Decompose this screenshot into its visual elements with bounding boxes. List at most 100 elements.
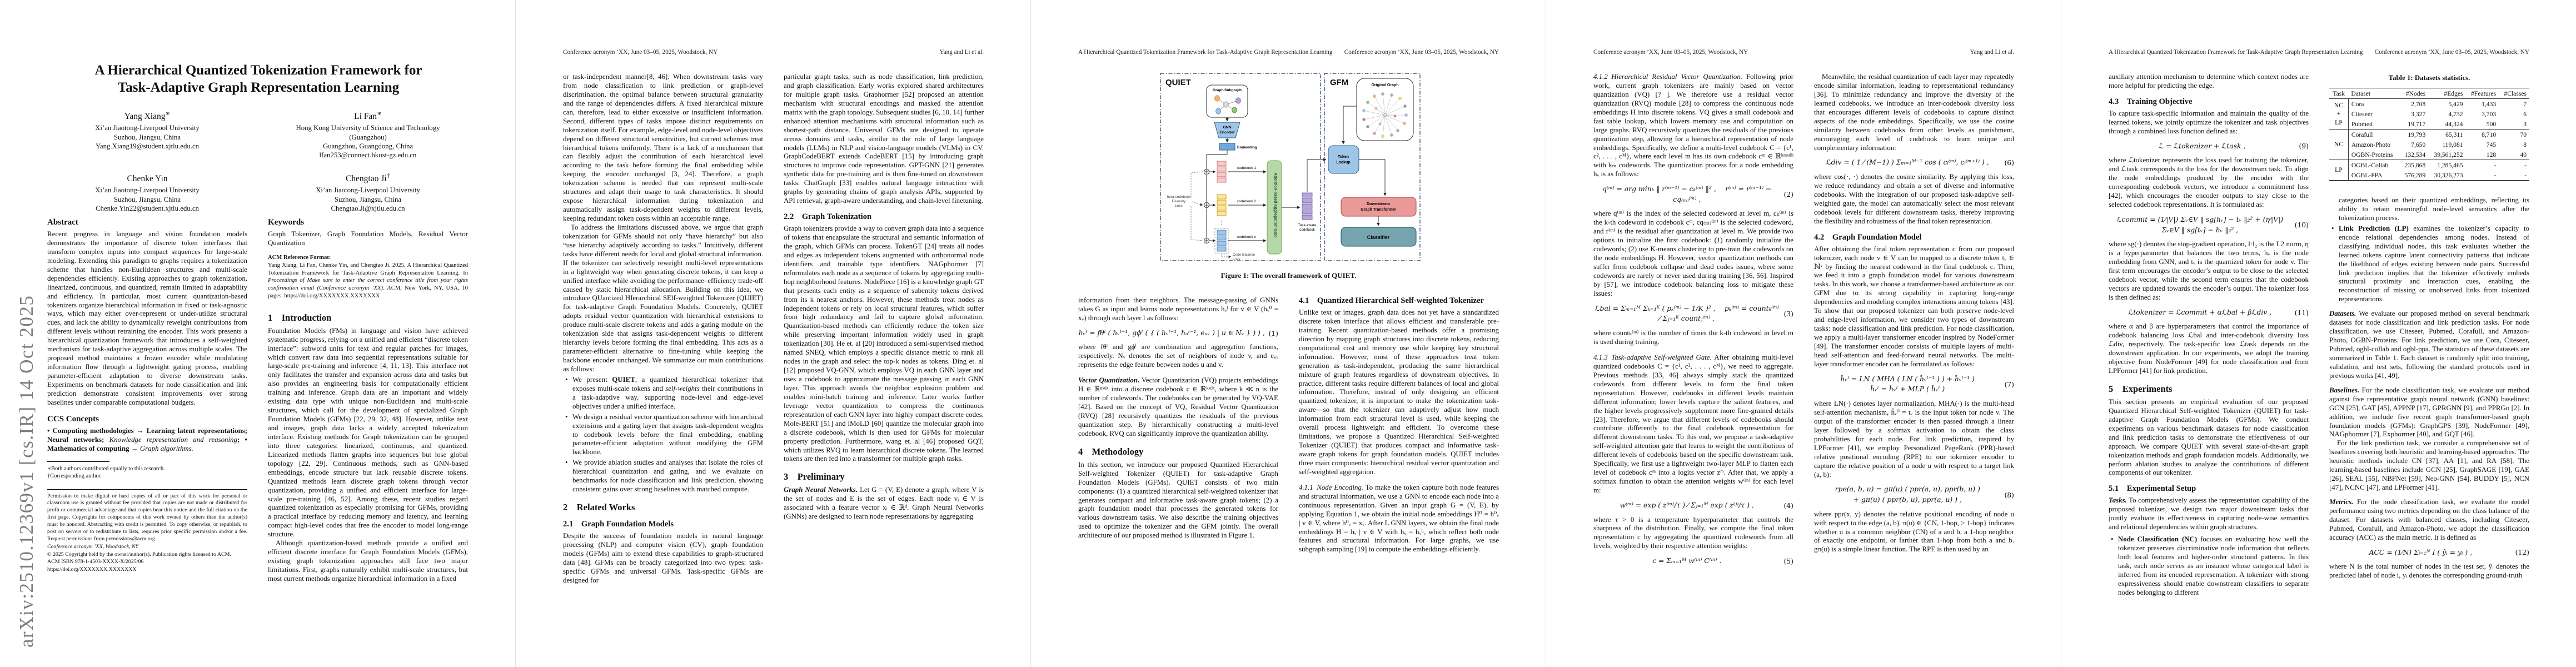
paragraph-text: Let G = (V, E) denote a graph, where V i… — [784, 486, 984, 521]
original-graph-illustration — [1362, 92, 1408, 138]
embedding-box — [1219, 143, 1235, 151]
lookup-to-transformer-connector — [1359, 159, 1387, 196]
paragraph: Graph tokenizers provide a way to conver… — [784, 225, 984, 463]
permission-text: Permission to make digital or hard copie… — [47, 492, 247, 542]
equation-3: ℒbal = Σₘ₌₁ᴹ Σₖ₌₁ᴷ ( pₖ⁽ᵐ⁾ − 1/K )² , pₖ… — [1595, 303, 1793, 323]
author-city: Guangzhou, Guangdong, China — [322, 142, 413, 150]
nc-task-bullet: Node Classification (NC) focuses on eval… — [2109, 535, 2309, 598]
bullet-text: their contributions in a task-adaptive w… — [572, 384, 763, 410]
paragraph-text: For the node classification task, we eva… — [2329, 386, 2529, 439]
paragraph: Datasets. We evaluate our proposed metho… — [2329, 310, 2529, 381]
paragraph: where countₖ⁽ᵐ⁾ is the number of times t… — [1593, 329, 1793, 346]
paragraph-lead: Baselines. — [2329, 386, 2360, 394]
acm-reference-text: Yang Xiang, Li Fan, Chenke Yin, and Chen… — [268, 262, 468, 300]
col-edges: #Edges — [2444, 89, 2463, 97]
page3-right-column: 4.1 Quantized Hierarchical Self-weighted… — [1299, 296, 1499, 660]
paragraph-lead: 4.1.2 Hierarchical Residual Vector Quant… — [1593, 73, 1742, 81]
paragraph-lead: Graph Neural Networks. — [784, 486, 858, 494]
conference-line: Conference acronym ’XX, Woodstock, NY — [47, 543, 139, 550]
permission-rule — [47, 489, 247, 490]
embedding-label: Embedding — [1237, 146, 1257, 150]
svg-text:Task-aware: Task-aware — [1298, 223, 1317, 227]
paper-title: A Hierarchical Quantized Tokenization Fr… — [94, 63, 422, 95]
equation-7: ĥᵥˡ = LN ( MHA ( LN ( ĥᵥˡ⁻¹ ) ) + ĥᵥˡ⁻¹ … — [1840, 374, 2014, 394]
downstream-transformer-box — [1341, 197, 1417, 217]
downstream-label-2: Graph Transformer — [1361, 208, 1396, 212]
paragraph: or task-independent manner[8, 46]. When … — [563, 73, 763, 222]
page-1: arXiv:2510.12369v1 [cs.IR] 14 Oct 2025 A… — [0, 0, 515, 667]
ccs-bold: • Computing methodologies → Learning lat… — [47, 426, 247, 444]
acm-ref-italic: Proceedings of Make sure to enter the co… — [268, 277, 468, 292]
paragraph: In this section, we introduce our propos… — [1078, 460, 1278, 540]
paragraph: where ℒtokenizer represents the loss use… — [2109, 156, 2309, 208]
author-email: Yang.Xiang19@student.xjtlu.edu.cn — [95, 142, 200, 150]
bullet-bold: Node Classification (NC) — [2118, 535, 2198, 544]
gnn-encoder-label-1: GNN — [1223, 126, 1231, 130]
equation-4: w⁽ᵐ⁾ = exp ( z⁽ᵐ⁾/τ ) ⁄ Σⱼ₌₁ᴹ exp ( z⁽ʲ⁾… — [1620, 500, 1793, 510]
col-nodes: #Nodes — [2405, 89, 2426, 97]
downstream-label-1: Downstream — [1367, 202, 1390, 206]
page2-left-column: or task-independent manner[8, 46]. When … — [563, 73, 763, 660]
page5-right-column: Table 1: Datasets statistics. Task Datas… — [2329, 73, 2529, 660]
aggregation-gate-label: Attention-based Aggregation Gate — [1273, 173, 1278, 238]
paragraph-lead: Tasks. — [2109, 496, 2127, 505]
paragraph-text: Following prior work, current graph toke… — [1593, 73, 1793, 178]
section-4-1-heading: 4.1 Quantized Hierarchical Self-weighted… — [1299, 296, 1484, 305]
page3-left-column: information from their neighbors. The me… — [1078, 296, 1278, 660]
intra-codebook-diversity-loss-label: Intra-codebook Diversity Loss — [1167, 195, 1191, 208]
token-lookup-label-1: Token — [1338, 155, 1349, 159]
codebook-n-label: codebook n — [1237, 235, 1256, 239]
equation-6: ℒdiv = ( 1 ⁄ (M−1) ) Σₘ₌₁ᴹ⁻¹ cos ( cᵢ⁽ᵐ⁾… — [1826, 158, 2014, 167]
col-dataset: Dataset — [2351, 89, 2371, 97]
paragraph-lead: Vector Quantization. — [1078, 376, 1140, 385]
paragraph: 4.1.3 Task-adaptive Self-weighted Gate. … — [1593, 354, 1793, 495]
task-aware-codebook-label: Task-aware codebook — [1298, 223, 1317, 232]
page-2: Conference acronym ’XX, June 03–05, 2025… — [515, 0, 1030, 667]
lp-task-bullet: Link Prediction (LP) examines the tokeni… — [2329, 225, 2529, 304]
table-1-caption: Table 1: Datasets statistics. — [2388, 74, 2470, 82]
classifier-label: Classifier — [1367, 235, 1390, 240]
paragraph-text: Vector Quantization (VQ) projects embedd… — [1078, 376, 1278, 437]
author-affiliation: Xi’an Jiaotong-Liverpool University — [95, 186, 200, 195]
intro-paragraph-2: Although quantization-based methods prov… — [268, 539, 468, 583]
gnn-encoder-label-2: Encoder — [1219, 131, 1235, 135]
ccs-bold: ; • Mathematics of computing → — [47, 435, 247, 452]
equation-9: ℒ = ℒtokenizer + ℒtask ,(9) — [2159, 141, 2309, 151]
svg-text:codebook: codebook — [1299, 228, 1316, 232]
paragraph: Unlike text or images, graph data does n… — [1299, 308, 1499, 476]
author-block-1: Yang Xiang∗ Xi’an Jiaotong-Liverpool Uni… — [47, 109, 247, 151]
gfm-label: GFM — [1330, 78, 1348, 87]
paragraph: Metrics. For the node classification tas… — [2329, 498, 2529, 542]
author-name: Yang Xiang∗ — [124, 109, 171, 122]
equation-12: ACC = (1⁄N) Σᵢ₌₁ᴺ I ( ŷᵢ = yᵢ ) ,(12) — [2369, 547, 2529, 557]
paragraph: where LN(·) denotes layer normalization,… — [1814, 400, 2014, 479]
paragraph: Vector Quantization. Vector Quantization… — [1078, 376, 1278, 439]
author-name: Li Fan∗ — [354, 109, 382, 122]
diversity-loss-connector-down — [1190, 206, 1203, 241]
paragraph: auxiliary attention mechanism to determi… — [2109, 73, 2309, 89]
diversity-loss-connector-up — [1190, 171, 1203, 197]
paragraph: Graph Neural Networks. Let G = (V, E) de… — [784, 486, 984, 521]
footnote-rule — [47, 461, 109, 462]
copyright-line: © 2025 Copyright held by the owner/autho… — [47, 551, 231, 558]
paragraph: Despite the success of foundation models… — [563, 532, 763, 584]
section-2-2-heading: 2.2 Graph Tokenization — [784, 212, 872, 222]
graph-to-lookup-connector — [1342, 106, 1357, 145]
figure-1-framework-diagram: QUIET GFM Graph/Subgraph GNN Encoder — [1160, 73, 1421, 261]
abstract-heading: Abstract — [47, 218, 78, 227]
arxiv-banner: arXiv:2510.12369v1 [cs.IR] 14 Oct 2025 — [16, 295, 37, 648]
paragraph: To capture task-specific information and… — [2109, 109, 2309, 135]
section-5-heading: 5 Experiments — [2109, 383, 2173, 394]
isbn-line: ACM ISBN 978-1-4503-XXXX-X/2025/06 — [47, 559, 144, 565]
paragraph-text: To make the token capture both node feat… — [1299, 483, 1499, 554]
balance-loss-connector — [1221, 254, 1232, 258]
author-name: Chengtao Ji† — [345, 171, 391, 184]
page-3: A Hierarchical Quantized Tokenization Fr… — [1030, 0, 1546, 667]
header-left: Conference acronym ’XX, June 03–05, 2025… — [1593, 49, 1748, 56]
paragraph: To address the limitations discussed abo… — [563, 223, 763, 373]
